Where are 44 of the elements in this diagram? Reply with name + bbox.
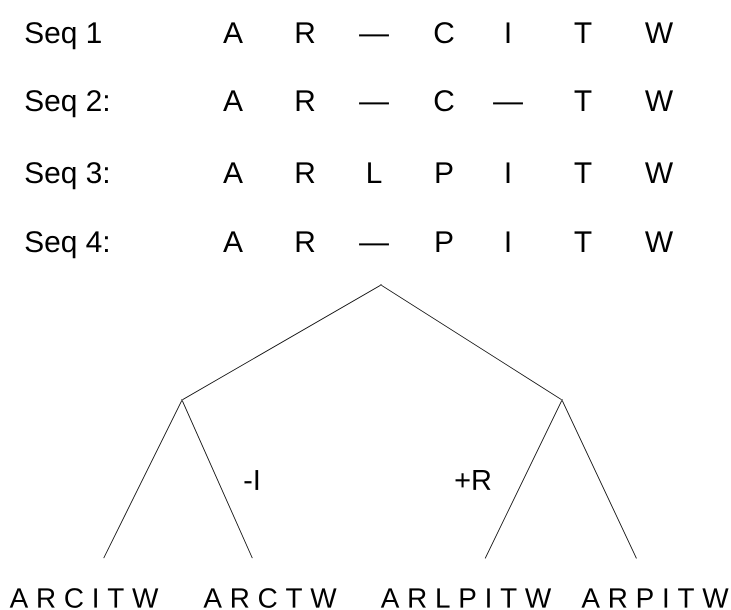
residue-letter: R <box>296 90 314 111</box>
edge-label: -I <box>244 470 258 490</box>
residue-letter: W <box>645 22 673 43</box>
row-label: Seq 1 <box>26 22 101 50</box>
tree-branch <box>381 285 562 400</box>
residue-letter: T <box>574 162 592 183</box>
residue-letter: I <box>506 22 510 43</box>
residue-letter: T <box>574 90 592 111</box>
residue-letter: T <box>574 22 592 43</box>
row-label: Seq 4: <box>26 231 108 258</box>
residue-letter: I <box>506 231 510 252</box>
tree-branch <box>182 285 381 400</box>
residue-letter: R <box>296 22 314 43</box>
tree-branch <box>182 400 253 559</box>
residue-letter: A <box>223 22 243 43</box>
residue-letter: A <box>223 231 243 252</box>
row-label: Seq 3: <box>26 162 108 190</box>
residue-letter: R <box>296 231 314 252</box>
residue-letter: — <box>493 102 523 104</box>
residue-letter: W <box>645 90 673 111</box>
tree-branch <box>103 400 182 559</box>
residue-letter: C <box>434 90 454 112</box>
residue-letter: W <box>645 162 673 183</box>
residue-letter: T <box>574 231 592 252</box>
sequence-label: A R P I T W <box>581 588 729 608</box>
residue-letter: R <box>296 162 314 183</box>
residue-letter: A <box>223 162 243 183</box>
residue-letter: C <box>434 22 454 44</box>
edge-label: +R <box>456 470 491 490</box>
tree-branch <box>484 400 562 559</box>
residue-letter: I <box>506 162 510 183</box>
residue-letter: A <box>223 90 243 111</box>
residue-letter: L <box>368 162 382 183</box>
sequence-label: A R C T W <box>203 588 337 608</box>
sequence-label: A R C I T W <box>10 588 158 608</box>
sequence-label: A R L P I T W <box>380 588 552 608</box>
residue-letter: — <box>359 243 389 246</box>
residue-letter: P <box>436 231 452 252</box>
tree-branch <box>562 400 637 559</box>
residue-letter: W <box>645 231 673 252</box>
residue-letter: — <box>359 102 389 104</box>
row-label: Seq 2: <box>26 90 108 118</box>
residue-letter: P <box>436 162 452 183</box>
residue-letter: — <box>359 34 389 36</box>
